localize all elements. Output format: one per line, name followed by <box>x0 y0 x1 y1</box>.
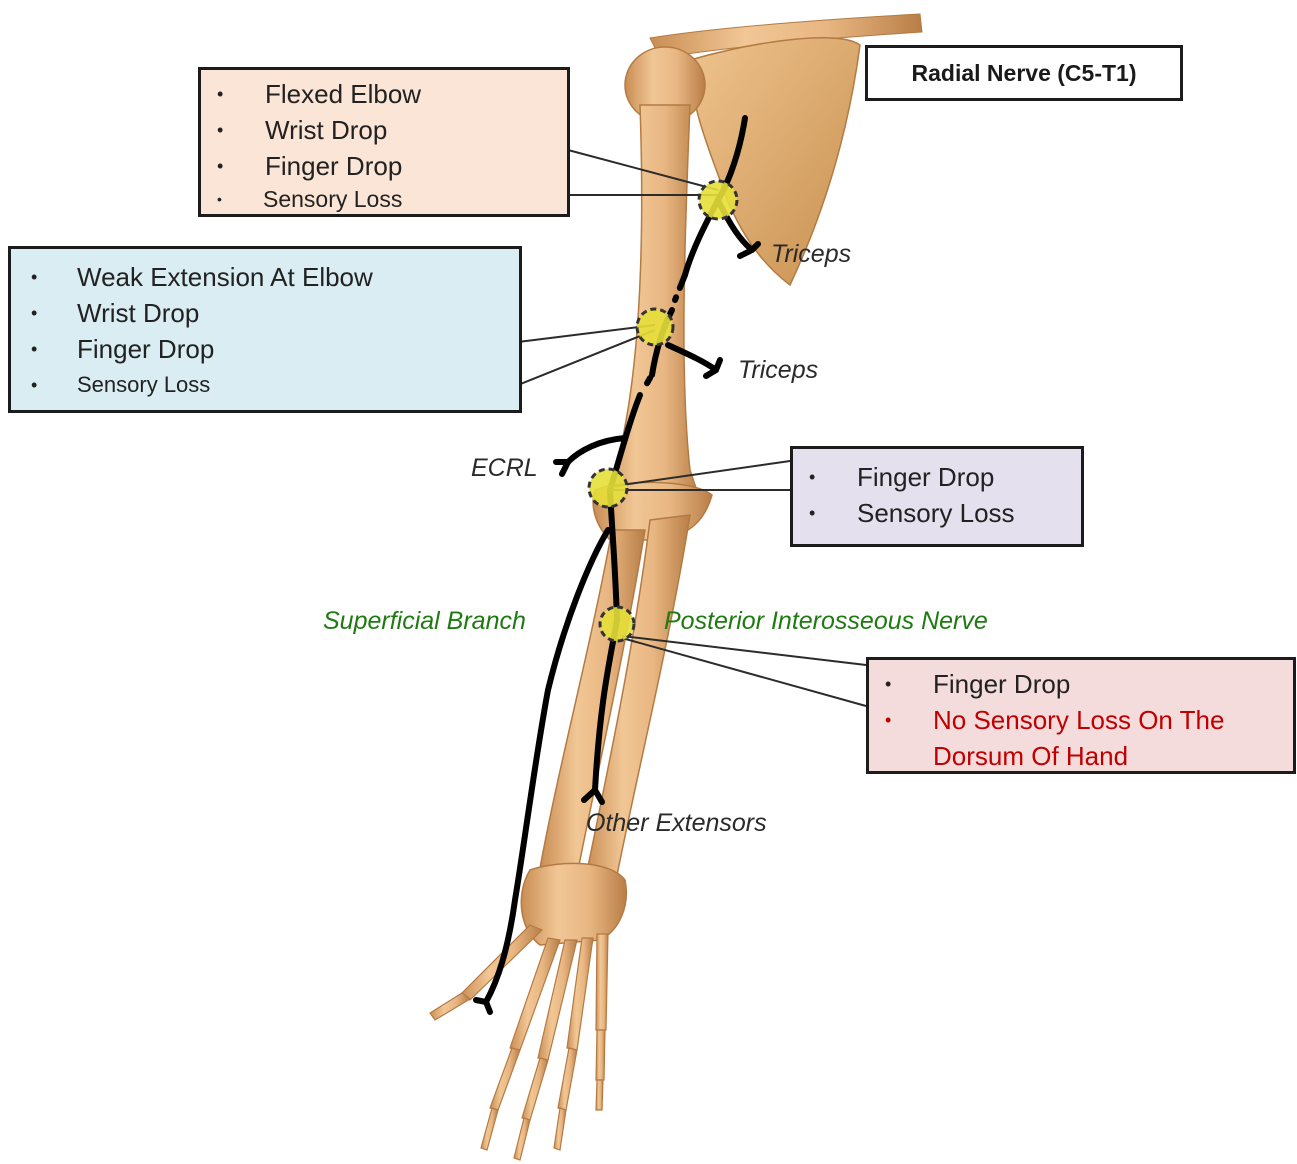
bullet: • <box>217 184 222 214</box>
bullet: • <box>885 702 891 738</box>
bullet: • <box>809 495 815 531</box>
bullet: • <box>217 112 223 148</box>
bullet: • <box>809 459 815 495</box>
label-other-extensors: Other Extensors <box>586 809 767 838</box>
bullet: • <box>31 367 37 403</box>
humerus <box>600 105 700 505</box>
list-item: •Weak Extension At Elbow <box>31 259 519 295</box>
list-item: •Finger Drop <box>885 666 1293 702</box>
list-item: •Sensory Loss <box>31 367 519 403</box>
callout-axilla: •Flexed Elbow •Wrist Drop •Finger Drop •… <box>198 67 570 217</box>
label-triceps-upper: Triceps <box>771 240 851 269</box>
lesion-marker-posterior-interosseous <box>600 607 634 641</box>
lesion-marker-axilla <box>699 181 737 219</box>
bullet: • <box>31 259 37 295</box>
list-item: •Finger Drop <box>809 459 1081 495</box>
bullet: • <box>31 331 37 367</box>
list-item: •Wrist Drop <box>31 295 519 331</box>
bullet: • <box>217 148 223 184</box>
list-item: •Finger Drop <box>31 331 519 367</box>
bullet: • <box>217 76 223 112</box>
list-item: •Sensory Loss <box>217 184 567 214</box>
label-ecrl: ECRL <box>471 454 538 483</box>
callout-spiral-groove: •Weak Extension At Elbow •Wrist Drop •Fi… <box>8 246 522 413</box>
list-item: •Flexed Elbow <box>217 76 567 112</box>
lesion-marker-elbow <box>589 469 627 507</box>
diagram-title: Radial Nerve (C5-T1) <box>865 45 1183 101</box>
list-item: •Sensory Loss <box>809 495 1081 531</box>
list-item: •Finger Drop <box>217 148 567 184</box>
lesion-marker-spiral-groove <box>637 309 673 345</box>
list-item: •Wrist Drop <box>217 112 567 148</box>
hand-bones <box>430 925 608 1160</box>
label-superficial-branch: Superficial Branch <box>323 607 526 636</box>
label-posterior-interosseous-nerve: Posterior Interosseous Nerve <box>664 607 988 636</box>
bullet: • <box>31 295 37 331</box>
bullet: • <box>885 666 891 702</box>
callout-elbow: •Finger Drop •Sensory Loss <box>790 446 1084 547</box>
label-triceps-lower: Triceps <box>738 356 818 385</box>
